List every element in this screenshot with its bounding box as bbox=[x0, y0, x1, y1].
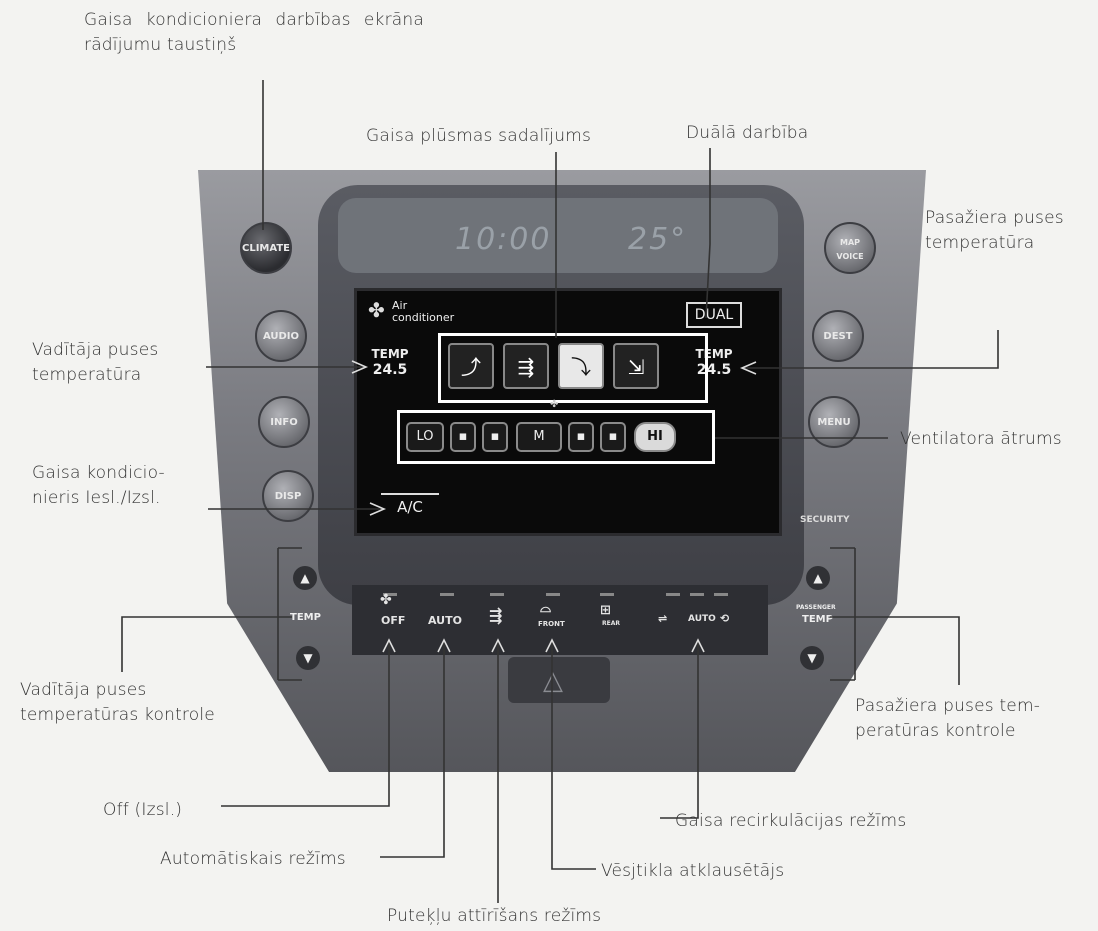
auto-button[interactable]: AUTO bbox=[428, 614, 462, 627]
callout-defroster: Vēsjtikla atklausētājs bbox=[601, 861, 785, 881]
security-label: SECURITY bbox=[800, 515, 850, 525]
hazard-button[interactable] bbox=[508, 657, 610, 703]
recirc-outside-icon: ⇌ bbox=[658, 612, 668, 625]
rear-defrost-icon: ⊞ bbox=[600, 603, 611, 618]
callout-fan-speed: Ventilatora ātrums bbox=[900, 429, 1062, 449]
callout-driver-temp: Vadītāja puses temperatūra bbox=[32, 340, 159, 385]
fan-speed-box bbox=[397, 410, 715, 464]
led bbox=[383, 593, 397, 596]
passenger-temp-up-icon[interactable]: ▲ bbox=[806, 566, 830, 590]
lcd-clock: 10:00 bbox=[455, 222, 552, 257]
off-button[interactable]: OFF bbox=[381, 614, 406, 627]
callout-climate-button: Gaisa kondicioniera darbības ekrāna rādī… bbox=[84, 10, 424, 55]
passenger-temp-small-label: PASSENGER bbox=[796, 604, 836, 611]
mode-feet-defrost-icon[interactable]: ⇲ bbox=[613, 343, 659, 389]
fan-icon: ✤ bbox=[368, 298, 385, 322]
led bbox=[600, 593, 614, 596]
menu-button[interactable]: MENU bbox=[808, 396, 860, 448]
off-fan-icon: ✤ bbox=[380, 592, 392, 608]
callout-ac-toggle: Gaisa kondicio-nieris Iesl./Izsl. bbox=[32, 463, 165, 508]
hazard-triangle-icon: △ bbox=[543, 666, 563, 696]
recirc-inside-icon: ⟲ bbox=[720, 612, 730, 625]
disp-button[interactable]: DISP bbox=[262, 470, 314, 522]
driver-temp-label: TEMP bbox=[371, 347, 409, 361]
callout-passenger-temp: Pasažiera puses temperatūra bbox=[925, 208, 1064, 253]
mode-bilevel-icon[interactable]: ⇶ bbox=[503, 343, 549, 389]
callout-passenger-temp-control: Pasažiera puses tem-peratūras kontrole bbox=[855, 696, 1041, 741]
airflow-box bbox=[438, 333, 708, 403]
fan-small-icon: ✤ bbox=[550, 399, 559, 410]
callout-dual: Duālā darbība bbox=[686, 123, 809, 143]
lcd-outside-temp: 25° bbox=[628, 222, 688, 257]
dual-button[interactable]: DUAL bbox=[686, 302, 742, 328]
front-defrost-button[interactable]: FRONT bbox=[538, 620, 565, 628]
map-voice-button[interactable]: MAP VOICE bbox=[824, 222, 876, 274]
callout-auto-mode: Automātiskais režīms bbox=[160, 849, 346, 869]
climate-button[interactable]: CLIMATE bbox=[240, 222, 292, 274]
dust-mode-icon[interactable]: ⇶ bbox=[489, 606, 503, 625]
callout-dust-mode: Puteķļu attīrīšans režīms bbox=[387, 906, 602, 926]
mode-face-icon[interactable]: ⤴ bbox=[448, 343, 494, 389]
fan-level-6-button[interactable]: ▪ bbox=[600, 422, 626, 452]
callout-recirculation: Gaisa recirkulācijas režīms bbox=[675, 811, 907, 831]
dest-button[interactable]: DEST bbox=[812, 310, 864, 362]
screen-title: Air conditioner bbox=[392, 299, 455, 324]
lcd-strip bbox=[338, 198, 778, 273]
fan-level-5-button[interactable]: ▪ bbox=[568, 422, 594, 452]
callout-off: Off (Izsl.) bbox=[103, 800, 183, 820]
info-button[interactable]: INFO bbox=[258, 396, 310, 448]
passenger-temp-down-icon[interactable]: ▼ bbox=[800, 646, 824, 670]
rear-defrost-button[interactable]: REAR bbox=[602, 620, 620, 627]
driver-temp-ctl-label: TEMP bbox=[290, 612, 321, 623]
callout-airflow: Gaisa plūsmas sadalījums bbox=[366, 126, 592, 146]
led bbox=[490, 593, 504, 596]
fan-level-3-button[interactable]: ▪ bbox=[482, 422, 508, 452]
passenger-temp-label: TEMP bbox=[695, 347, 733, 361]
led bbox=[666, 593, 680, 596]
ac-button[interactable]: A/C bbox=[381, 493, 439, 521]
driver-temp-value[interactable]: 24.5 bbox=[372, 362, 408, 378]
driver-temp-up-icon[interactable]: ▲ bbox=[293, 566, 317, 590]
fan-hi-button[interactable]: HI bbox=[634, 422, 676, 452]
fan-m-button[interactable]: M bbox=[516, 422, 562, 452]
fan-level-2-button[interactable]: ▪ bbox=[450, 422, 476, 452]
led bbox=[546, 593, 560, 596]
recirc-auto-button[interactable]: AUTO bbox=[688, 614, 716, 624]
defrost-icon: ⌓ bbox=[540, 600, 552, 616]
driver-temp-down-icon[interactable]: ▼ bbox=[296, 646, 320, 670]
passenger-temp-ctl-label: TEMP bbox=[802, 614, 833, 625]
led bbox=[714, 593, 728, 596]
led bbox=[690, 593, 704, 596]
audio-button[interactable]: AUDIO bbox=[255, 310, 307, 362]
fan-lo-button[interactable]: LO bbox=[406, 422, 444, 452]
mode-feet-icon[interactable]: ⤵ bbox=[558, 343, 604, 389]
callout-driver-temp-control: Vadītāja puses temperatūras kontrole bbox=[20, 680, 215, 725]
led bbox=[440, 593, 454, 596]
